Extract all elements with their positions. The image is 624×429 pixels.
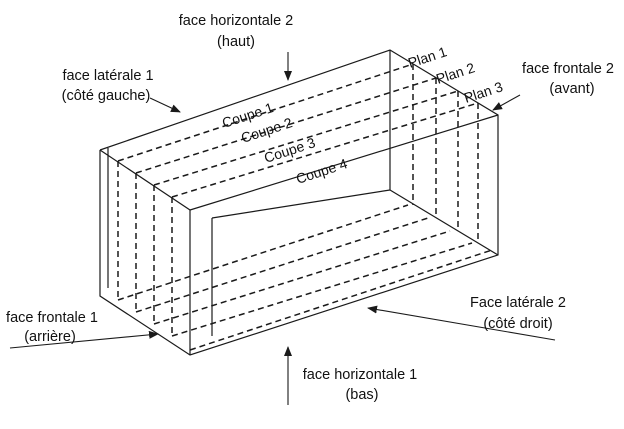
cut-bottom-line-3 [153, 230, 451, 325]
arrow-arriere [9, 330, 159, 349]
arrow-cote-gauche [149, 97, 181, 113]
cut-top-line-4 [171, 102, 479, 198]
label-face-laterale-2-line1: Face latérale 2 [470, 295, 566, 311]
cut-bottom-line-4 [171, 242, 473, 337]
label-face-frontale-1-line2: (arrière) [24, 329, 76, 345]
cut-bottom-line-1 [117, 204, 409, 301]
cut-lines [117, 63, 493, 351]
label-face-horizontale-1-line2: (bas) [345, 387, 378, 403]
cut-bottom-line-5 [189, 249, 493, 351]
label-face-horizontale-2-line1: face horizontale 2 [179, 13, 293, 29]
plan-label-2: Plan 2 [434, 59, 477, 87]
arrows [9, 52, 556, 405]
cut-bottom-line-2 [135, 217, 429, 313]
cut-labels: Coupe 1 Coupe 2 Coupe 3 Coupe 4 [220, 99, 349, 187]
label-face-laterale-1-line2: (côté gauche) [62, 88, 151, 104]
box-outline [99, 49, 499, 356]
face-labels: face horizontale 2 (haut) face latérale … [6, 13, 614, 403]
window-top-edge [211, 189, 391, 219]
label-face-frontale-2-line1: face frontale 2 [522, 61, 614, 77]
label-face-frontale-2-line2: (avant) [549, 81, 594, 97]
plan-label-1: Plan 1 [406, 43, 449, 71]
label-face-frontale-1-line1: face frontale 1 [6, 310, 98, 326]
top-left-edge [99, 149, 191, 211]
label-face-horizontale-2-line2: (haut) [217, 34, 255, 50]
cut-top-line-1 [117, 63, 414, 162]
cut-top-line-2 [135, 77, 437, 174]
plan-label-3: Plan 3 [462, 78, 505, 106]
bottom-right-inner-edge [389, 189, 499, 256]
cut-label-4: Coupe 4 [294, 155, 349, 187]
box-silhouette [99, 49, 499, 356]
label-face-laterale-1-line1: face latérale 1 [62, 68, 153, 84]
arrow-avant [492, 94, 521, 111]
plan-labels: Plan 1 Plan 2 Plan 3 [406, 43, 505, 106]
label-face-horizontale-1-line1: face horizontale 1 [303, 367, 417, 383]
arrow-cote-droit [367, 305, 556, 341]
top-front-edge [189, 114, 499, 211]
label-face-laterale-2-line2: (côté droit) [483, 316, 552, 332]
cut-top-line-3 [153, 90, 459, 186]
